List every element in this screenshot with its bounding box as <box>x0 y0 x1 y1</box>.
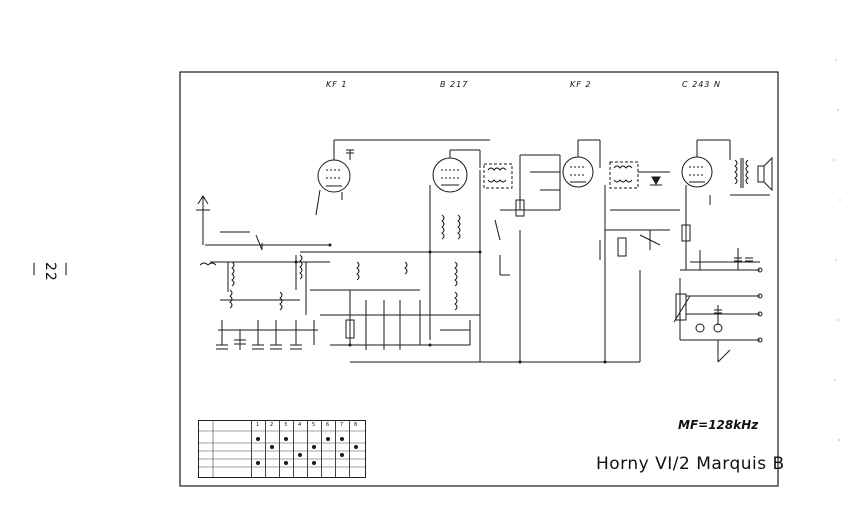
speaker-symbol <box>757 156 773 192</box>
tube-kf1 <box>315 139 490 216</box>
table-col-number: 3 <box>284 422 288 428</box>
if-transformer-2 <box>609 161 670 189</box>
table-divider <box>279 421 280 477</box>
oscillator-coils <box>300 214 480 350</box>
page-number: — 22 — <box>26 262 74 282</box>
mf-frequency-note: MF=128kHz <box>678 418 759 432</box>
table-divider <box>265 421 266 477</box>
model-title: Horny VI/2 Marquis B <box>596 454 785 474</box>
output-transformer <box>734 158 749 188</box>
table-col-number: 2 <box>270 422 274 428</box>
tube-b217 <box>429 149 481 340</box>
switch-dots <box>199 421 365 477</box>
table-col-number: 1 <box>256 422 260 428</box>
if-transformer-1 <box>483 163 513 189</box>
table-divider <box>349 421 350 477</box>
tube-label-kf2: KF 2 <box>570 80 592 89</box>
table-divider <box>335 421 336 477</box>
table-col-number: 4 <box>298 422 302 428</box>
antenna-symbol <box>196 195 210 245</box>
table-col-number: 5 <box>312 422 316 428</box>
table-col-number: 8 <box>354 422 358 428</box>
tube-label-b217: B 217 <box>440 80 469 89</box>
tube-cl4 <box>681 139 731 270</box>
table-divider <box>321 421 322 477</box>
table-divider <box>251 421 252 477</box>
table-divider <box>293 421 294 477</box>
tube-label-kf1: KF 1 <box>326 80 348 89</box>
input-coil-bank <box>199 231 330 350</box>
tube-kf2 <box>562 139 601 188</box>
switch-position-table: 1 2 3 4 5 6 7 8 <box>198 420 366 478</box>
table-col-number: 6 <box>326 422 330 428</box>
drawing-frame <box>179 71 779 487</box>
table-col-number: 7 <box>340 422 344 428</box>
tube-label-cl4: C 243 N <box>682 80 721 89</box>
scan-speckle <box>833 59 841 441</box>
power-supply <box>673 248 763 363</box>
table-divider <box>307 421 308 477</box>
